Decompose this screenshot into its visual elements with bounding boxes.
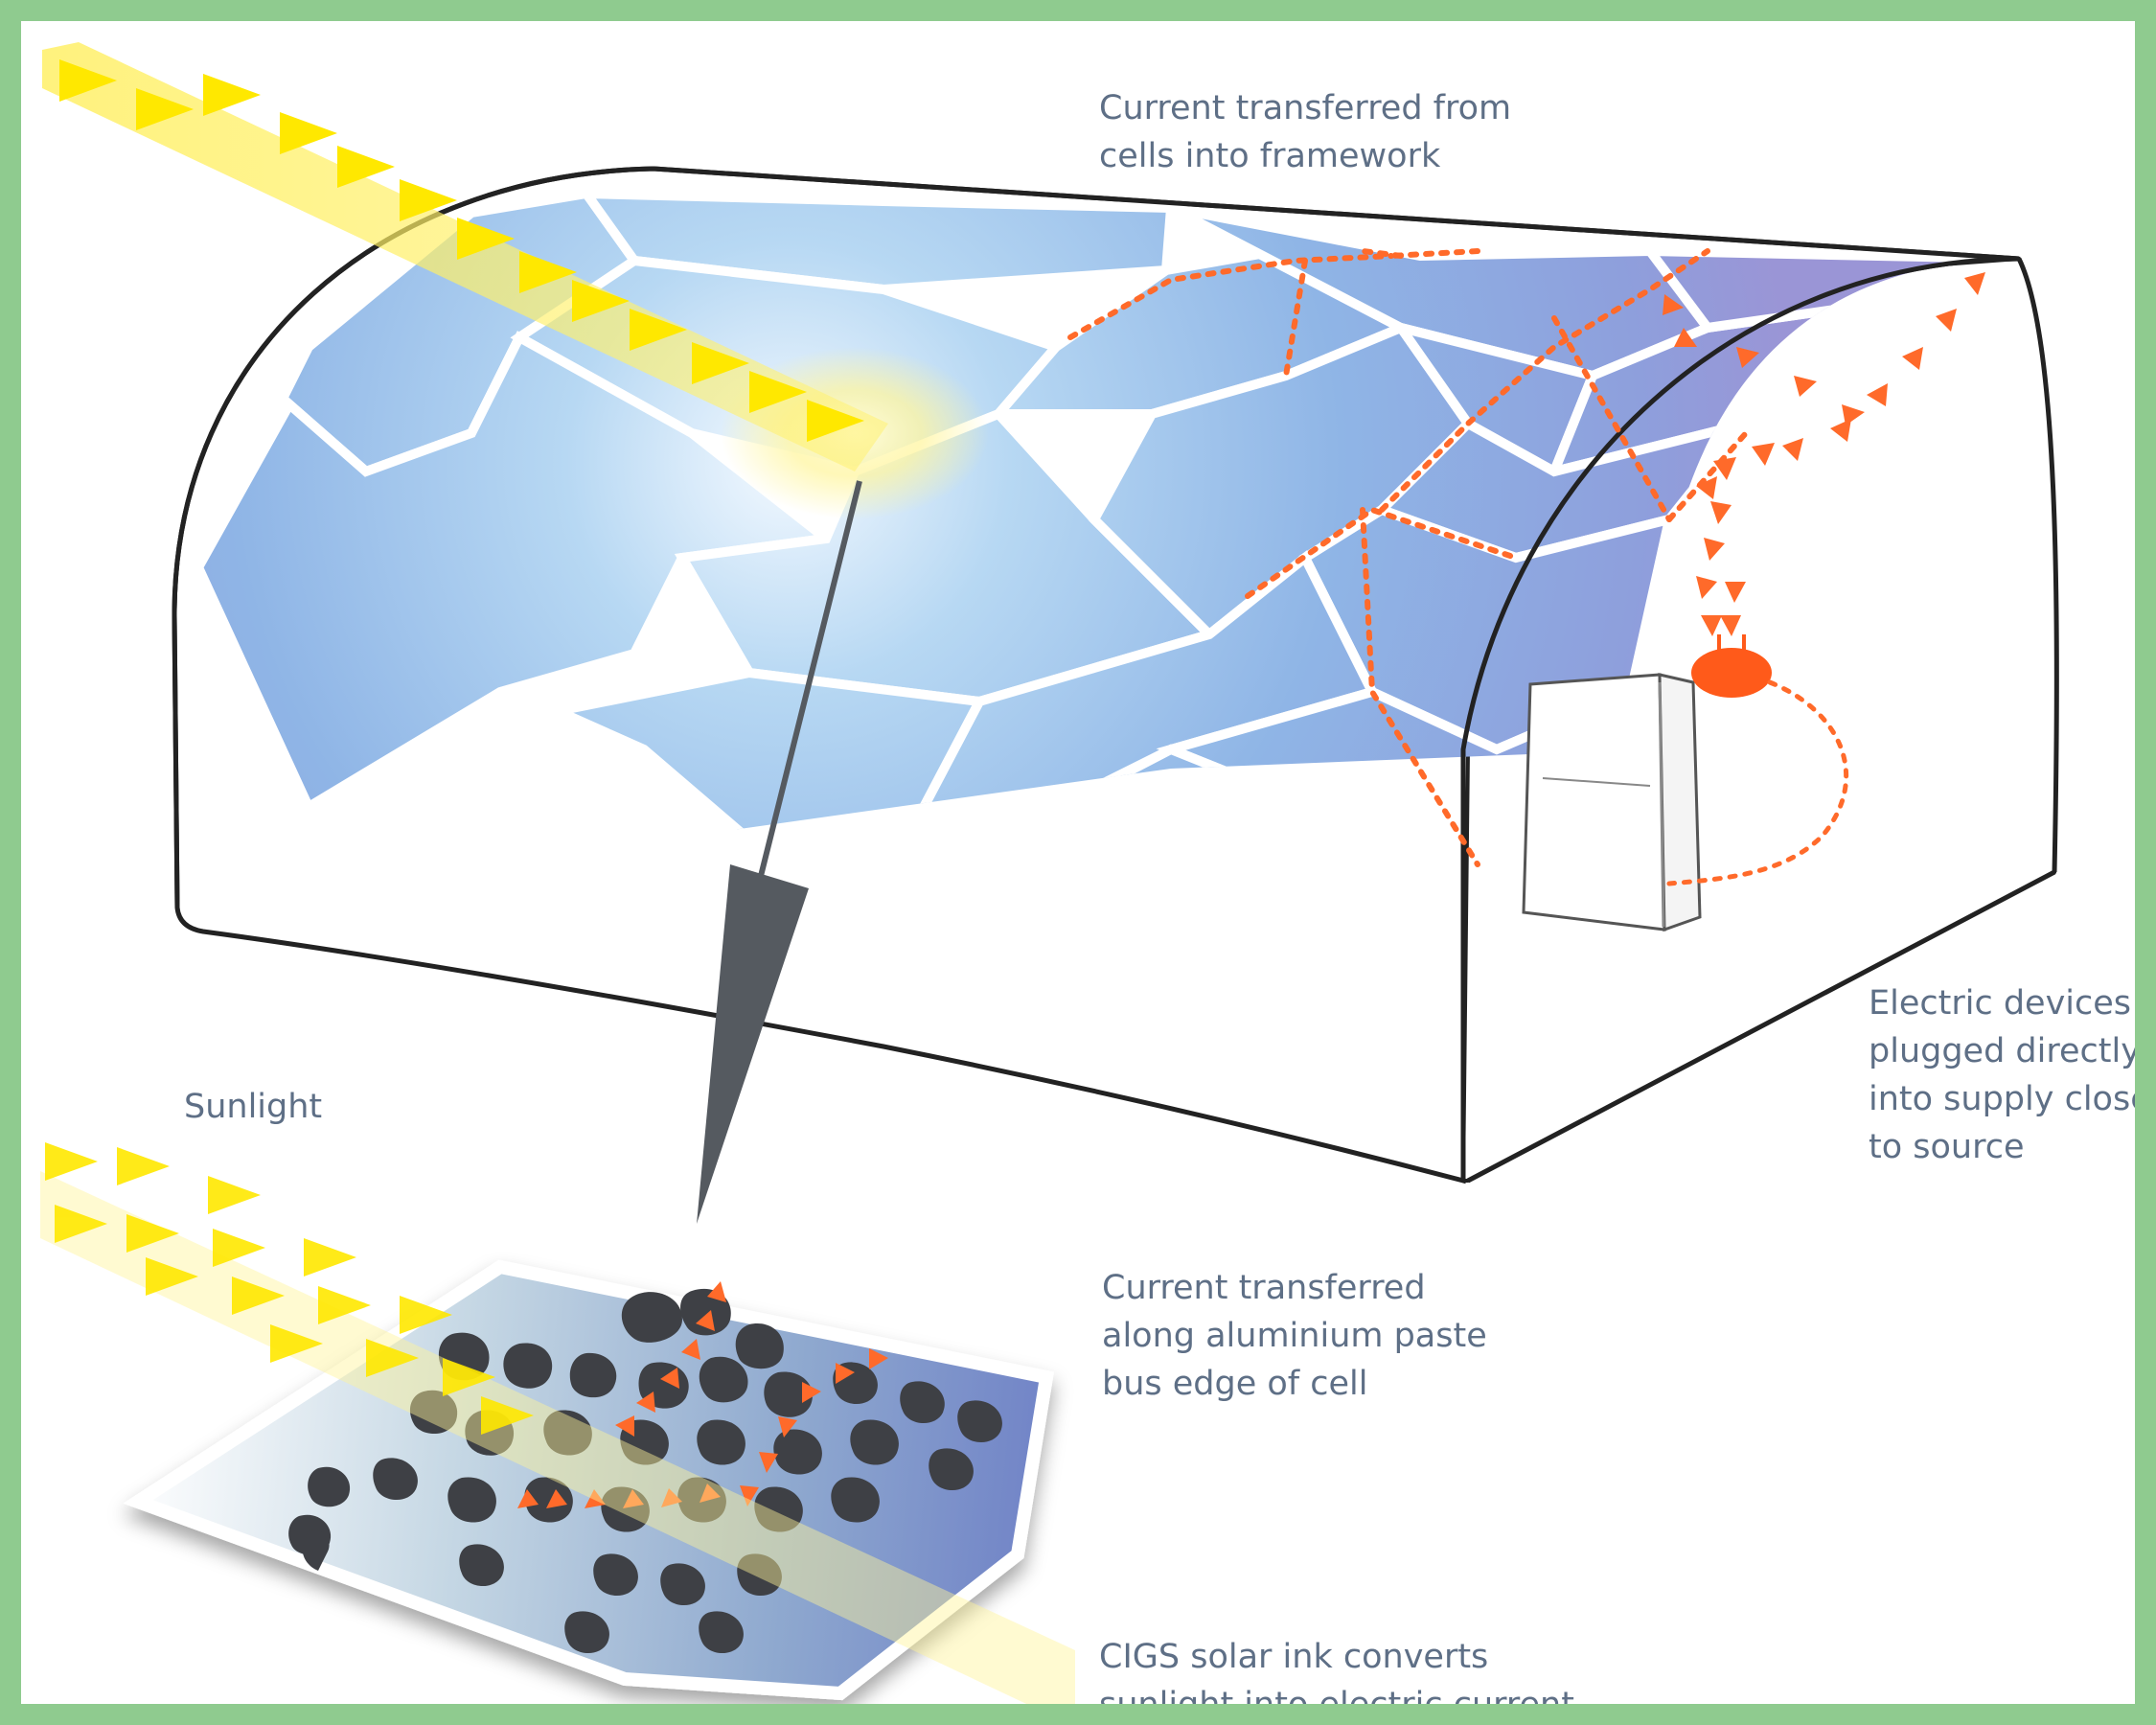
solar-greenhouse-diagram <box>40 42 2059 1704</box>
label-line: into supply close <box>1869 1080 2151 1118</box>
label-line: cells into framework <box>1099 137 1441 175</box>
current-arrows <box>1663 272 1985 636</box>
label-line: along aluminium paste <box>1102 1317 1487 1355</box>
sunlight-rays <box>40 1142 1075 1704</box>
label-electric-devices: Electric devices plugged directly into s… <box>1869 979 2151 1171</box>
current-arrow <box>1752 443 1775 466</box>
greenhouse <box>172 166 2059 1184</box>
label-line: Sunlight <box>184 1088 323 1126</box>
current-arrow <box>1696 476 1717 499</box>
current-arrow <box>1720 615 1741 636</box>
current-arrow <box>1842 404 1865 426</box>
sun-beam <box>42 42 888 472</box>
current-arrow <box>1713 457 1736 480</box>
label-bus-edge: Current transferred along aluminium past… <box>1102 1264 1487 1408</box>
label-line: Current transferred <box>1102 1269 1426 1307</box>
label-current-framework: Current transferred from cells into fram… <box>1099 84 1511 180</box>
current-arrow <box>1782 438 1803 461</box>
current-arrow <box>1936 309 1957 332</box>
current-arrow <box>1696 576 1717 599</box>
electric-device <box>1522 673 1702 932</box>
power-cable <box>1666 679 1849 886</box>
current-arrow <box>1725 582 1746 603</box>
label-sunlight: Sunlight <box>184 1083 322 1131</box>
current-arrow <box>1736 347 1759 368</box>
cell-current-path <box>517 1281 888 1508</box>
current-arrow <box>1674 328 1697 347</box>
current-arrow <box>1701 615 1722 636</box>
current-arrow <box>1794 376 1817 397</box>
roof-current-paths <box>1067 248 1749 867</box>
zoom-pointer <box>697 480 862 1224</box>
greenhouse-floor-line <box>1466 869 2056 1184</box>
label-line: plugged directly <box>1869 1032 2141 1070</box>
cell-hexagon <box>123 1259 1054 1701</box>
label-line: sunlight into electric current <box>1099 1686 1574 1724</box>
label-line: Electric devices <box>1869 984 2132 1023</box>
greenhouse-end-edge <box>2016 257 2059 873</box>
current-arrow <box>1663 294 1684 315</box>
power-socket <box>1691 648 1772 698</box>
label-line: bus edge of cell <box>1102 1365 1368 1403</box>
current-arrow <box>1704 538 1725 561</box>
current-arrow <box>1830 419 1851 442</box>
label-cigs-ink: CIGS solar ink converts sunlight into el… <box>1099 1633 1574 1724</box>
current-arrow <box>1964 272 1985 295</box>
label-line: to source <box>1869 1128 2025 1166</box>
current-arrow <box>1710 501 1732 524</box>
current-arrow <box>1902 347 1923 370</box>
label-line: CIGS solar ink converts <box>1099 1638 1489 1676</box>
label-line: Current transferred from <box>1099 89 1512 127</box>
current-arrow <box>1867 383 1888 406</box>
